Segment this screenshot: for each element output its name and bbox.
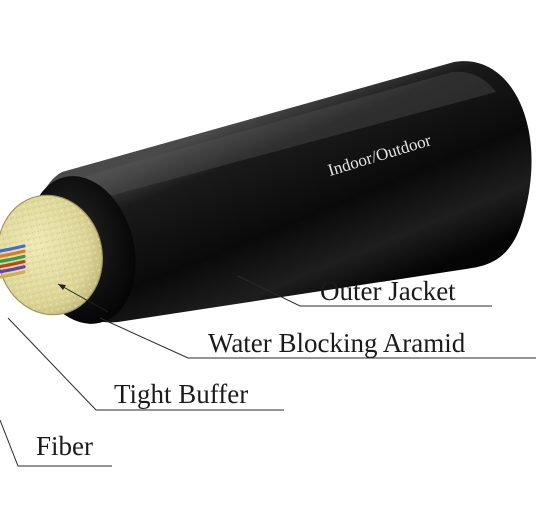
- jacket-body: [35, 61, 532, 323]
- aramid-rim: [0, 194, 103, 316]
- label-tight-buffer: Tight Buffer: [114, 379, 248, 409]
- tight-buffer-strand: [0, 260, 26, 269]
- leader-aramid: [99, 317, 536, 359]
- leader-fiber: [0, 419, 112, 467]
- leader-tight-buffer: [7, 317, 284, 411]
- tight-buffer-strand: [0, 265, 26, 274]
- tight-buffer-strand: [0, 249, 26, 258]
- leader-outer-jacket: [237, 275, 492, 307]
- labels: Outer Jacket Water Blocking Aramid Tight…: [36, 276, 466, 461]
- aramid-texture: [0, 195, 103, 315]
- fiber-bundle: [0, 244, 26, 279]
- aramid-arrow: [57, 283, 109, 313]
- water-blocking-aramid: [0, 194, 103, 316]
- label-fiber: Fiber: [36, 431, 93, 461]
- label-outer-jacket: Outer Jacket: [320, 276, 456, 306]
- leader-lines: [0, 275, 536, 467]
- tight-buffer-strand: [0, 244, 26, 253]
- jacket-highlight: [70, 71, 496, 196]
- tight-buffer-strand: [0, 254, 26, 263]
- tight-buffer-strand: [0, 270, 26, 279]
- label-water-blocking-aramid: Water Blocking Aramid: [208, 328, 466, 358]
